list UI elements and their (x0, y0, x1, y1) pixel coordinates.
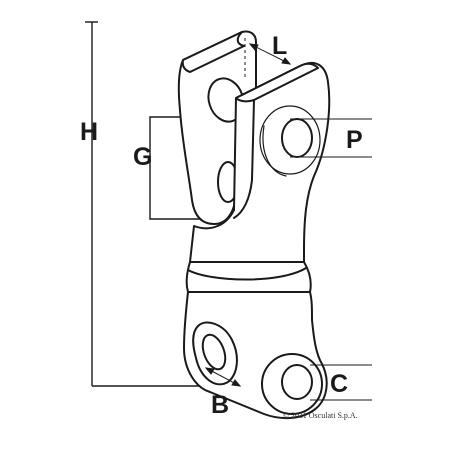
dimension-g-bracket (149, 116, 202, 220)
dimension-l (244, 38, 292, 80)
dimension-l-arrowhead-b (281, 57, 292, 65)
dimension-h (85, 21, 200, 387)
jaw-front-edge (233, 99, 255, 219)
label-b: B (211, 391, 229, 419)
jaw-eye-hole (281, 118, 313, 158)
jaw-back-plate (177, 30, 257, 225)
dimension-b-arrowhead-a (204, 367, 215, 375)
jaw-back-top (181, 31, 245, 73)
label-c: C (330, 370, 348, 398)
jaw-front-top (235, 62, 319, 103)
dimension-p (290, 118, 372, 158)
label-p: P (346, 126, 363, 154)
lower-slot-pin (201, 333, 227, 371)
dimension-b (204, 367, 242, 387)
swivel-joint-line (187, 267, 307, 281)
label-l: L (272, 32, 287, 60)
lower-eye-hole (281, 364, 313, 400)
dimension-c (310, 364, 372, 401)
dimension-l-arrowhead-a (248, 43, 259, 51)
copyright-text: © 2011 Osculati S.p.A. (283, 411, 358, 420)
swivel-neck (185, 261, 312, 293)
label-g: G (133, 143, 152, 171)
jaw-eye-shade (262, 125, 287, 177)
swivel-body (177, 30, 331, 420)
dimension-g (149, 116, 202, 220)
dimension-b-arrowhead-b (231, 379, 242, 387)
label-h: H (80, 118, 98, 146)
